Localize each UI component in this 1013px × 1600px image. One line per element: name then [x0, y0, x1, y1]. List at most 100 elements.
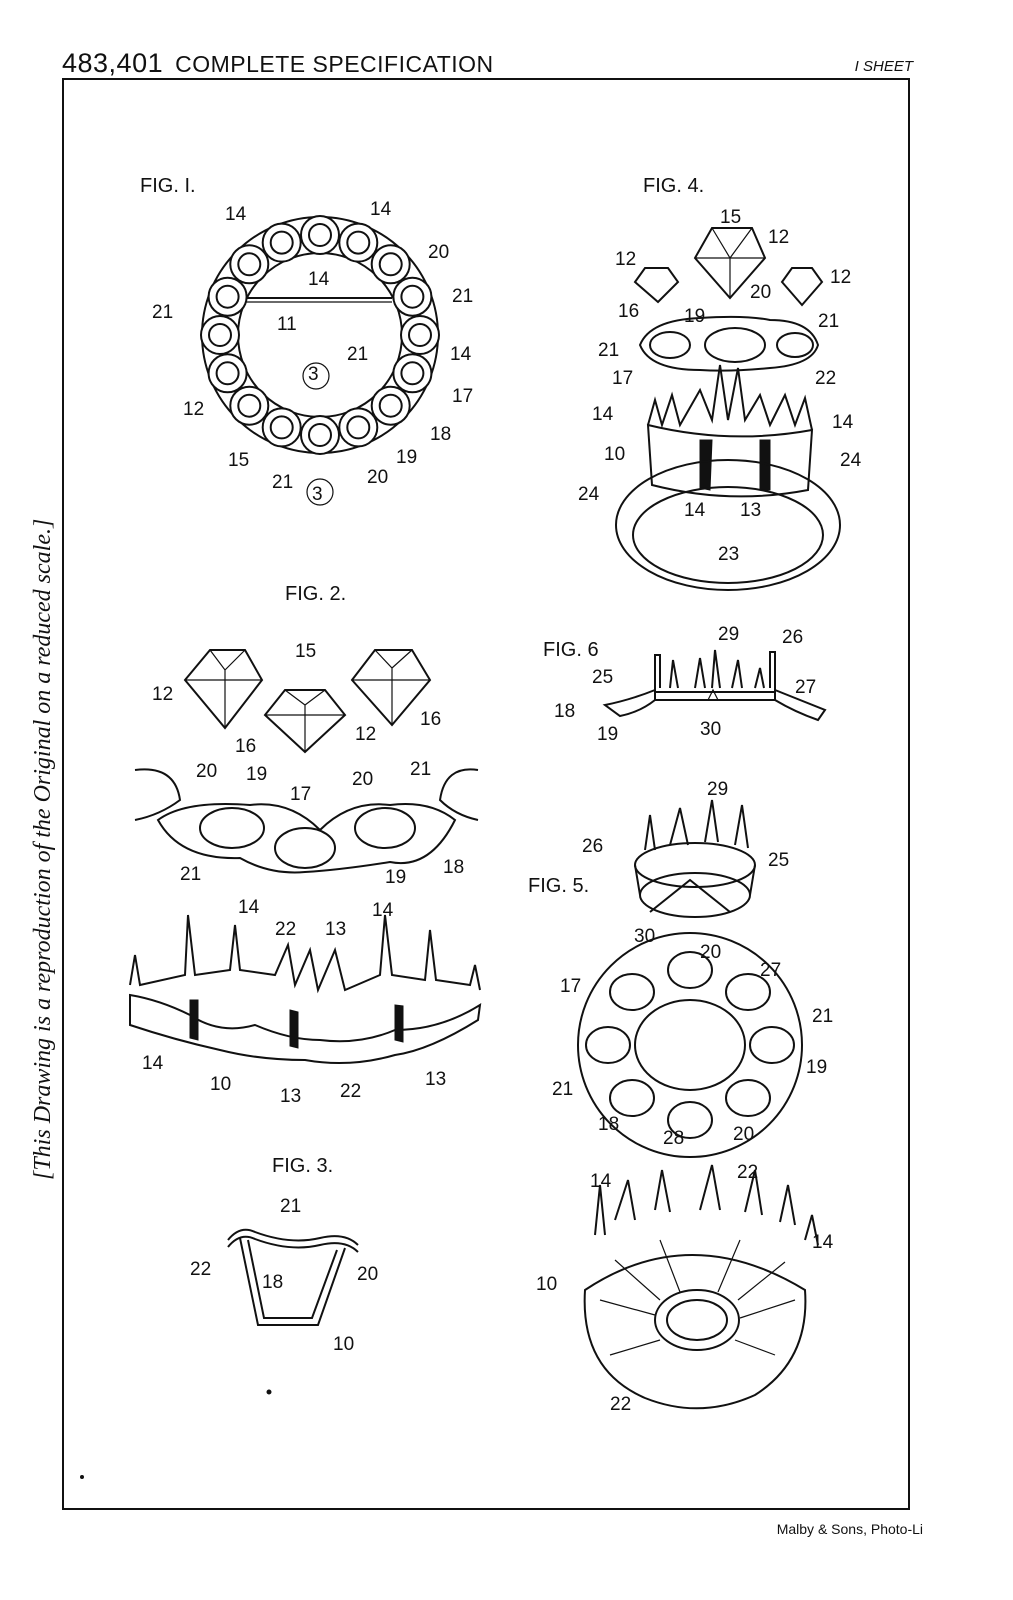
- fig2-ref-14: 14: [238, 897, 260, 918]
- fig5-plate-outer: [577, 932, 803, 1158]
- fig3-ref-10: 10: [333, 1334, 354, 1355]
- fig3-ref-18: 18: [262, 1272, 283, 1293]
- fig5-ref-14: 14: [590, 1171, 612, 1192]
- patent-number: 483,401: [62, 48, 164, 78]
- fig4-ref-24: 24: [578, 484, 600, 505]
- fig4-ref-21: 21: [818, 311, 839, 332]
- fig1-setting-stone: [237, 252, 262, 277]
- fig2-stone-left: [183, 649, 264, 730]
- fig3-cup-inner: [247, 1239, 338, 1319]
- fig5-ref-29: 29: [707, 779, 728, 800]
- fig5-ref-21: 21: [812, 1006, 833, 1027]
- fig4-band-inner: [632, 486, 824, 584]
- fig5-ref-28: 28: [663, 1128, 684, 1149]
- fig5-ref-14: 14: [812, 1232, 834, 1253]
- fig5-plate-hole: [667, 951, 713, 989]
- fig4-plate-hole-left: [649, 331, 691, 359]
- fig4-ref-13: 13: [740, 500, 761, 521]
- fig4-ref-12: 12: [615, 249, 636, 270]
- fig1-setting: [338, 222, 379, 263]
- fig4-center-stone-facets: [695, 227, 765, 298]
- fig5-ref-19: 19: [806, 1057, 827, 1078]
- fig1-settings: [200, 215, 440, 455]
- fig1-setting-stone: [208, 323, 232, 347]
- fig4-band-outer: [615, 459, 841, 591]
- fig1-ref-3: 3: [312, 484, 323, 505]
- fig1-setting: [229, 244, 270, 285]
- stray-mark: [80, 1475, 84, 1479]
- fig5-ref-21: 21: [552, 1079, 573, 1100]
- fig2-plate-left-arc: [134, 768, 182, 821]
- fig5-ref-30: 30: [634, 926, 655, 947]
- fig1-ref-3: 3: [308, 364, 319, 385]
- fig2-ref-12: 12: [152, 684, 173, 705]
- fig1-setting: [392, 276, 433, 317]
- fig1-setting: [370, 385, 411, 426]
- fig5-ref-27: 27: [760, 960, 781, 981]
- specification-title: COMPLETE SPECIFICATION: [175, 51, 494, 77]
- fig5-cup-flutes: [599, 1239, 796, 1356]
- fig1-ref-20: 20: [367, 467, 388, 488]
- fig3-top-plate: [227, 1228, 359, 1246]
- fig2-ref-14: 14: [142, 1053, 164, 1074]
- fig4-ref-19: 19: [684, 306, 705, 327]
- fig5-small-crown-bottom: [639, 872, 751, 918]
- fig4-ref-12: 12: [830, 267, 851, 288]
- fig4-plate-hole-center: [704, 327, 766, 363]
- fig1-setting-stone: [269, 415, 294, 440]
- fig1-ref-18: 18: [430, 424, 451, 445]
- fig3-top-plate-lower: [227, 1235, 359, 1253]
- fig5-ref-20: 20: [700, 942, 721, 963]
- fig1-setting-stone: [308, 423, 332, 447]
- fig4-ref-12: 12: [768, 227, 789, 248]
- fig1-setting: [370, 244, 411, 285]
- fig2-ref-22: 22: [340, 1081, 361, 1102]
- fig4-ref-14: 14: [684, 500, 706, 521]
- fig1-ref-14: 14: [308, 269, 330, 290]
- fig5-cup-prongs: [594, 1164, 819, 1246]
- fig3-cup-outer: [239, 1237, 346, 1326]
- fig1-setting-stone: [215, 284, 240, 309]
- fig1-ref-11: 11: [277, 314, 297, 335]
- fig2-ref-16: 16: [420, 709, 441, 730]
- fig1-ref-14: 14: [450, 344, 472, 365]
- fig6-ref-29: 29: [718, 624, 739, 645]
- fig6-left-wall: [654, 654, 661, 690]
- fig5-plate-holes: [585, 951, 795, 1139]
- fig1-ref-14: 14: [225, 204, 247, 225]
- fig1-setting-stone: [408, 323, 432, 347]
- fig4-label: FIG. 4.: [643, 175, 704, 197]
- fig2-plate-hole-right: [354, 807, 416, 849]
- fig2-ref-15: 15: [295, 641, 316, 662]
- fig2-label: FIG. 2.: [285, 583, 346, 605]
- fig1-ref-17: 17: [452, 386, 473, 407]
- fig4-ref-17: 17: [612, 368, 633, 389]
- fig5-plate-hole: [749, 1026, 795, 1064]
- fig5-ref-10: 10: [536, 1274, 557, 1295]
- fig5-cup-base-inner: [666, 1299, 728, 1341]
- fig5-plate-hole: [609, 973, 655, 1011]
- fig2-ref-13: 13: [425, 1069, 446, 1090]
- fig2-plate-hole-left: [199, 807, 265, 849]
- fig4-ref-21: 21: [598, 340, 619, 361]
- fig4-ref-20: 20: [750, 282, 771, 303]
- stray-mark: [266, 1389, 272, 1395]
- fig2-crown-prongs: [129, 914, 481, 994]
- fig1-setting: [207, 276, 248, 317]
- fig6-center-tab: [707, 688, 719, 701]
- fig1-setting: [338, 407, 379, 448]
- fig1-setting-stone: [308, 223, 332, 247]
- fig5-ref-22: 22: [610, 1394, 631, 1415]
- fig1-ref-21: 21: [452, 286, 473, 307]
- fig4-ref-24: 24: [840, 450, 862, 471]
- fig4-ref-14: 14: [832, 412, 854, 433]
